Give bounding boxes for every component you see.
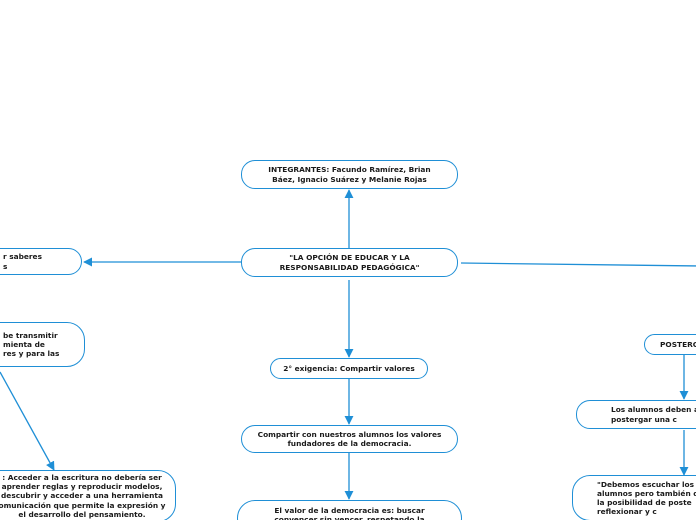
- node-left-top-text: r saberes s: [3, 252, 42, 271]
- node-alumnos-deben[interactable]: Los alumnos deben ap postergar una c: [576, 400, 696, 429]
- node-alumnos-deben-text: Los alumnos deben ap postergar una c: [611, 405, 696, 424]
- node-valor-democracia-text: El valor de la democracia es: buscar con…: [274, 506, 425, 520]
- node-exigencia2[interactable]: 2° exigencia: Compartir valores: [270, 358, 428, 379]
- node-left-bottom[interactable]: : Acceder a la escritura no debería ser …: [0, 470, 176, 520]
- node-posterg-text: POSTERG: [660, 339, 696, 349]
- node-left-mid[interactable]: be transmitir mienta de res y para las: [0, 322, 85, 367]
- node-left-bottom-text: : Acceder a la escritura no debería ser …: [0, 472, 166, 519]
- node-left-top[interactable]: r saberes s: [0, 248, 82, 275]
- node-exigencia2-text: 2° exigencia: Compartir valores: [283, 363, 415, 373]
- node-compartir-valores-text: Compartir con nuestros alumnos los valor…: [257, 429, 442, 448]
- node-integrantes[interactable]: INTEGRANTES: Facundo Ramírez, Brian Báez…: [241, 160, 458, 189]
- node-central-topic-text: "LA OPCIÓN DE EDUCAR Y LA RESPONSABILIDA…: [279, 253, 420, 272]
- node-debemos-escuchar[interactable]: "Debemos escuchar los alumnos pero tambi…: [572, 475, 696, 520]
- node-valor-democracia[interactable]: El valor de la democracia es: buscar con…: [237, 500, 462, 520]
- node-integrantes-text: INTEGRANTES: Facundo Ramírez, Brian Báez…: [268, 165, 431, 184]
- edge-left-mid-to-left-bottom: [0, 371, 55, 471]
- node-left-mid-text: be transmitir mienta de res y para las: [3, 330, 60, 359]
- node-debemos-escuchar-text: "Debemos escuchar los alumnos pero tambi…: [597, 479, 696, 517]
- node-compartir-valores[interactable]: Compartir con nuestros alumnos los valor…: [241, 425, 458, 453]
- node-posterg[interactable]: POSTERG: [644, 334, 696, 355]
- edge-central-to-right: [460, 262, 696, 267]
- node-central-topic[interactable]: "LA OPCIÓN DE EDUCAR Y LA RESPONSABILIDA…: [241, 248, 458, 277]
